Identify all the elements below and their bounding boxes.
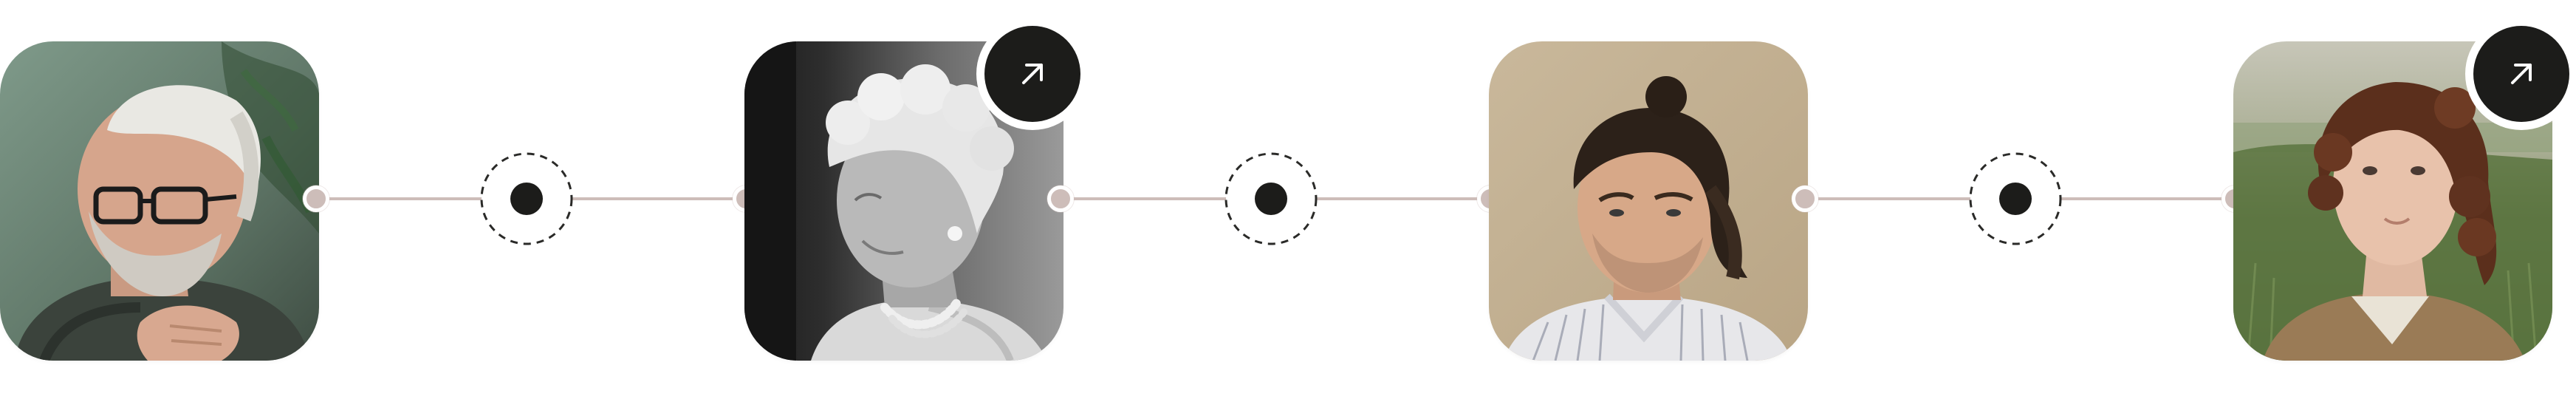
arrow-up-right-icon (2511, 64, 2532, 84)
open-profile-button-fill (984, 26, 1080, 122)
portrait-card-person-3 (1489, 41, 1808, 361)
open-profile-button-fill (2473, 26, 2569, 122)
portrait-photo (0, 41, 319, 361)
connector-node (1047, 185, 1074, 212)
step-marker (1967, 151, 2063, 247)
connector-node (303, 185, 329, 212)
portrait-card-person-1 (0, 41, 319, 361)
step-marker (1223, 151, 1319, 247)
arrow-up-right-icon (1022, 64, 1043, 84)
portrait-photo (1489, 41, 1808, 361)
step-marker (479, 151, 575, 247)
open-profile-button-person-2[interactable] (976, 18, 1089, 130)
connector-node (1792, 185, 1818, 212)
open-profile-button-person-4[interactable] (2465, 18, 2576, 130)
